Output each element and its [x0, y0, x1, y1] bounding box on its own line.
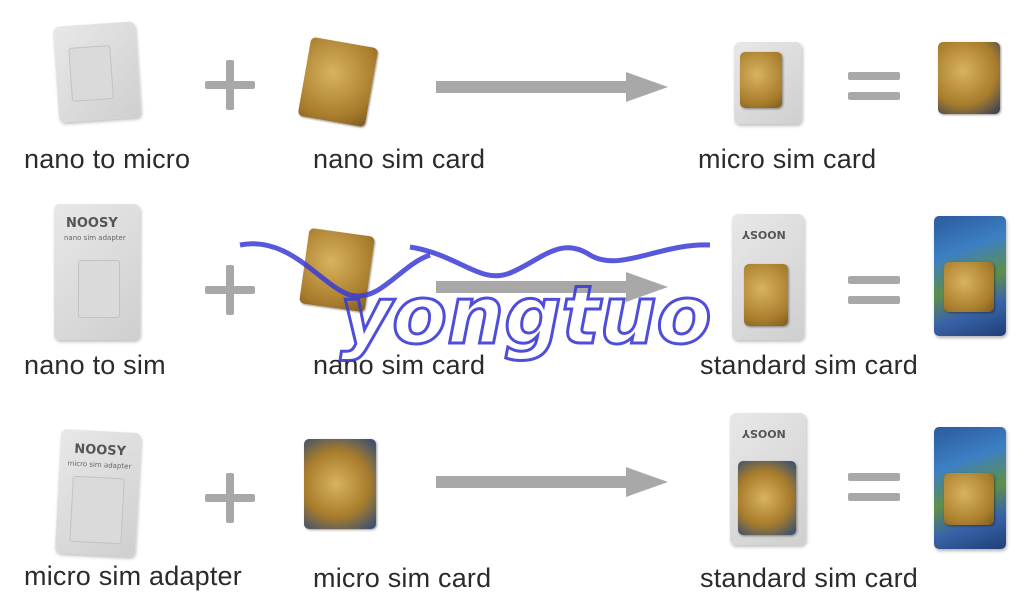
standard-sim-chip	[944, 262, 994, 312]
row-micro-sim-adapter: NOOSY micro sim adapter NOOSY micro sim …	[0, 405, 1024, 605]
label-nano-sim-card: nano sim card	[313, 144, 486, 174]
right-arrow-icon	[436, 272, 668, 302]
adapter-brand: NOOSY	[73, 441, 127, 460]
adapter-brand: NOOSY	[66, 216, 118, 231]
micro-sim-chip	[304, 439, 376, 529]
adapter-slot	[69, 475, 125, 545]
result-adapter-brand: NOOSY	[742, 228, 786, 241]
sim-adapter-with-micro: NOOSY	[730, 413, 806, 545]
micro-adapter-with-nano	[734, 42, 802, 124]
standard-sim-chip	[944, 473, 994, 525]
nano-to-sim-adapter: NOOSY nano sim adapter	[54, 204, 140, 340]
sim-adapter-with-nano: NOOSY	[732, 214, 804, 340]
standard-sim-card	[934, 427, 1006, 549]
label-nano-sim-card: nano sim card	[313, 350, 486, 380]
right-arrow-icon	[436, 467, 668, 497]
adapter-slot	[78, 260, 120, 318]
label-nano-to-sim: nano to sim	[24, 350, 166, 380]
watermark-logo: yongtuo	[239, 241, 713, 364]
label-micro-sim-card: micro sim card	[313, 563, 492, 593]
result-adapter-brand: NOOSY	[742, 427, 786, 440]
micro-sim-chip	[938, 42, 1000, 114]
adapter-subtitle: micro sim adapter	[67, 459, 132, 471]
plus-sign-icon	[205, 60, 255, 110]
inserted-chip	[744, 264, 788, 326]
plus-sign-icon	[205, 265, 255, 315]
inserted-chip	[738, 461, 796, 535]
nano-sim-chip	[297, 36, 379, 128]
watermark-text: yongtuo	[340, 269, 711, 362]
equals-sign-icon	[848, 272, 900, 308]
label-micro-sim-card: micro sim card	[698, 144, 877, 174]
adapter-subtitle: nano sim adapter	[64, 234, 126, 242]
label-standard-sim-card: standard sim card	[700, 350, 918, 380]
label-standard-sim-card: standard sim card	[700, 563, 918, 593]
plus-sign-icon	[205, 473, 255, 523]
micro-sim-adapter: NOOSY micro sim adapter	[54, 428, 142, 558]
right-arrow-icon	[436, 72, 668, 102]
row-nano-to-micro: nano to micro nano sim card micro sim ca…	[0, 0, 1024, 200]
inserted-chip	[740, 52, 782, 108]
adapter-slot	[68, 45, 114, 102]
equals-sign-icon	[848, 68, 900, 104]
standard-sim-card	[934, 216, 1006, 336]
label-micro-sim-adapter: micro sim adapter	[24, 561, 242, 591]
label-nano-to-micro: nano to micro	[24, 144, 191, 174]
nano-to-micro-adapter	[52, 21, 142, 123]
equals-sign-icon	[848, 469, 900, 505]
row-nano-to-sim: NOOSY nano sim adapter NOOSY nano to sim…	[0, 200, 1024, 400]
